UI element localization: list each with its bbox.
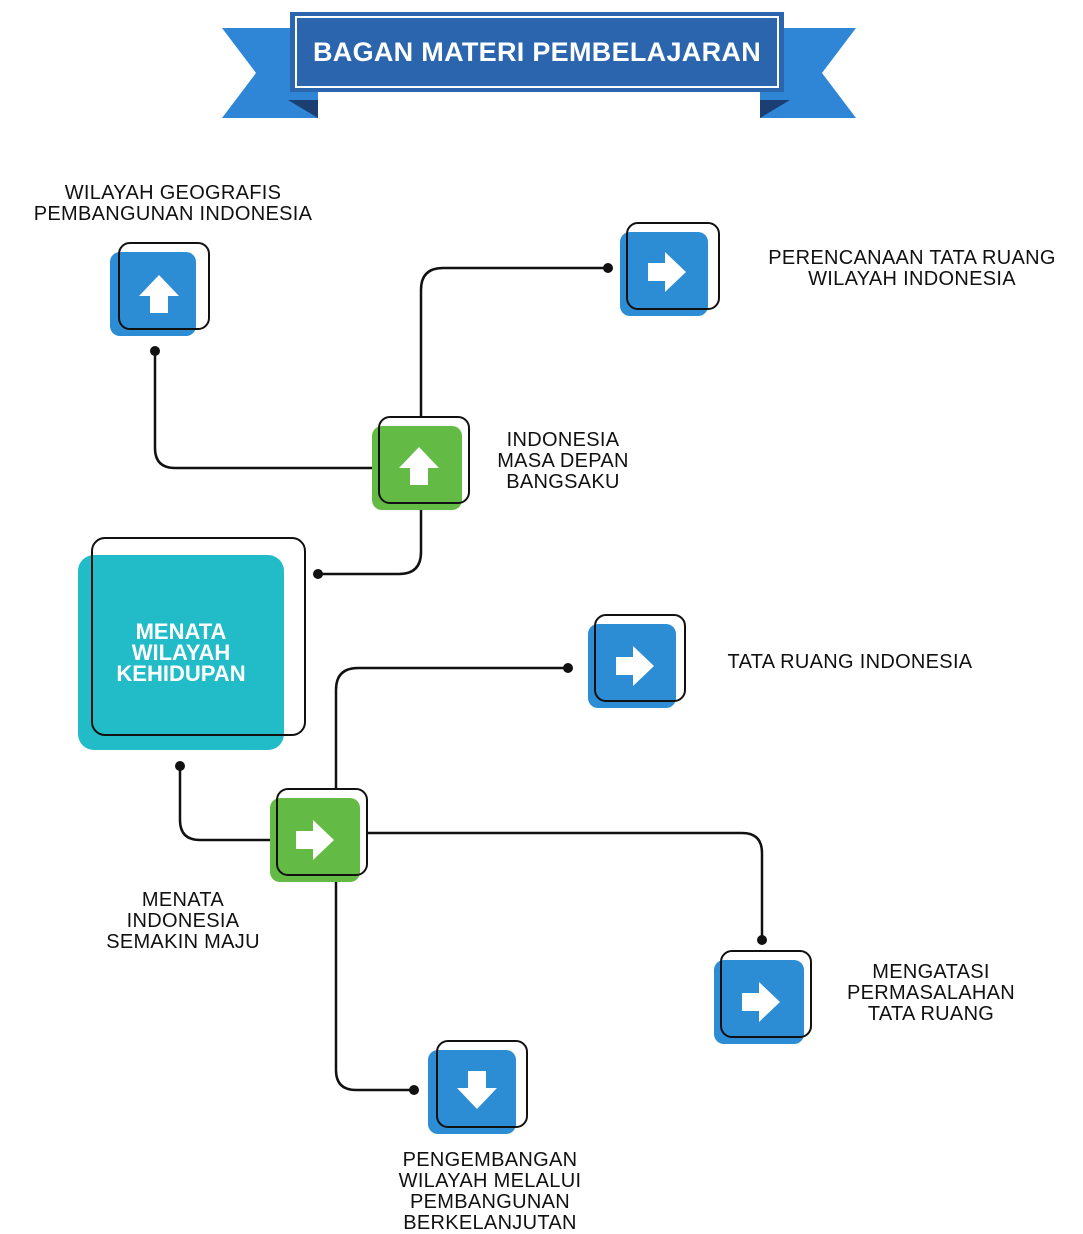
arrow-right-icon xyxy=(648,252,686,292)
label-menata-indonesia: MENATA INDONESIA SEMAKIN MAJU xyxy=(106,889,260,953)
line-to-wilayah-geografis xyxy=(153,351,375,470)
line-to-tata-ruang-indonesia xyxy=(334,666,568,790)
label-pengembangan-wilayah: PENGEMBANGAN WILAYAH MELALUI PEMBANGUNAN… xyxy=(398,1149,582,1234)
arrow-up-icon xyxy=(139,275,179,313)
node-indonesia-masa-depan xyxy=(372,416,476,512)
dot-wilayah-geografis xyxy=(150,346,160,356)
banner-title: BAGAN MATERI PEMBELAJARAN xyxy=(312,36,761,67)
node-wilayah-geografis xyxy=(110,242,214,338)
center-title: MENATA WILAYAH KEHIDUPAN xyxy=(116,619,246,686)
arrow-down-icon xyxy=(457,1071,497,1109)
title-banner xyxy=(222,12,856,118)
dot-center-bottom xyxy=(175,761,185,771)
node-pengembangan-wilayah xyxy=(428,1040,532,1136)
line-to-perencanaan xyxy=(419,266,608,418)
arrow-up-icon xyxy=(399,447,439,485)
line-to-pengembangan xyxy=(334,878,414,1092)
label-perencanaan-tata-ruang: PERENCANAAN TATA RUANG WILAYAH INDONESIA xyxy=(768,247,1056,290)
node-outline xyxy=(378,416,470,504)
banner-right-fold xyxy=(760,100,790,118)
dot-mengatasi xyxy=(757,935,767,945)
center-box-outline xyxy=(91,537,306,736)
label-indonesia-masa-depan: INDONESIA MASA DEPAN BANGSAKU xyxy=(497,429,629,493)
dot-center-top xyxy=(313,569,323,579)
node-outline xyxy=(276,788,368,876)
dot-tata-ruang xyxy=(563,663,573,673)
banner-left-fold xyxy=(288,100,318,118)
label-wilayah-geografis: WILAYAH GEOGRAFIS PEMBANGUNAN INDONESIA xyxy=(33,182,313,225)
node-outline xyxy=(118,242,210,330)
node-outline xyxy=(720,950,812,1038)
node-perencanaan-tata-ruang xyxy=(620,222,724,318)
banner-border xyxy=(295,16,779,88)
line-center-to-menata-indonesia xyxy=(178,766,272,842)
node-tata-ruang-indonesia xyxy=(588,614,692,710)
label-tata-ruang-indonesia: TATA RUANG INDONESIA xyxy=(727,651,973,673)
line-to-mengatasi xyxy=(366,831,764,940)
arrow-right-icon xyxy=(616,646,654,686)
node-outline xyxy=(436,1040,528,1128)
arrow-right-icon xyxy=(742,982,780,1022)
arrow-right-icon xyxy=(296,820,334,860)
node-outline xyxy=(626,222,720,310)
center-box-fill xyxy=(78,555,284,750)
label-mengatasi-permasalahan: MENGATASI PERMASALAHAN TATA RUANG xyxy=(846,961,1016,1025)
dot-perencanaan xyxy=(603,263,613,273)
dot-pengembangan xyxy=(409,1085,419,1095)
node-mengatasi-permasalahan xyxy=(714,950,818,1046)
line-center-to-indonesia-masa-depan xyxy=(318,508,423,576)
node-menata-indonesia xyxy=(270,788,374,884)
banner-body xyxy=(290,12,784,92)
node-outline xyxy=(594,614,686,702)
